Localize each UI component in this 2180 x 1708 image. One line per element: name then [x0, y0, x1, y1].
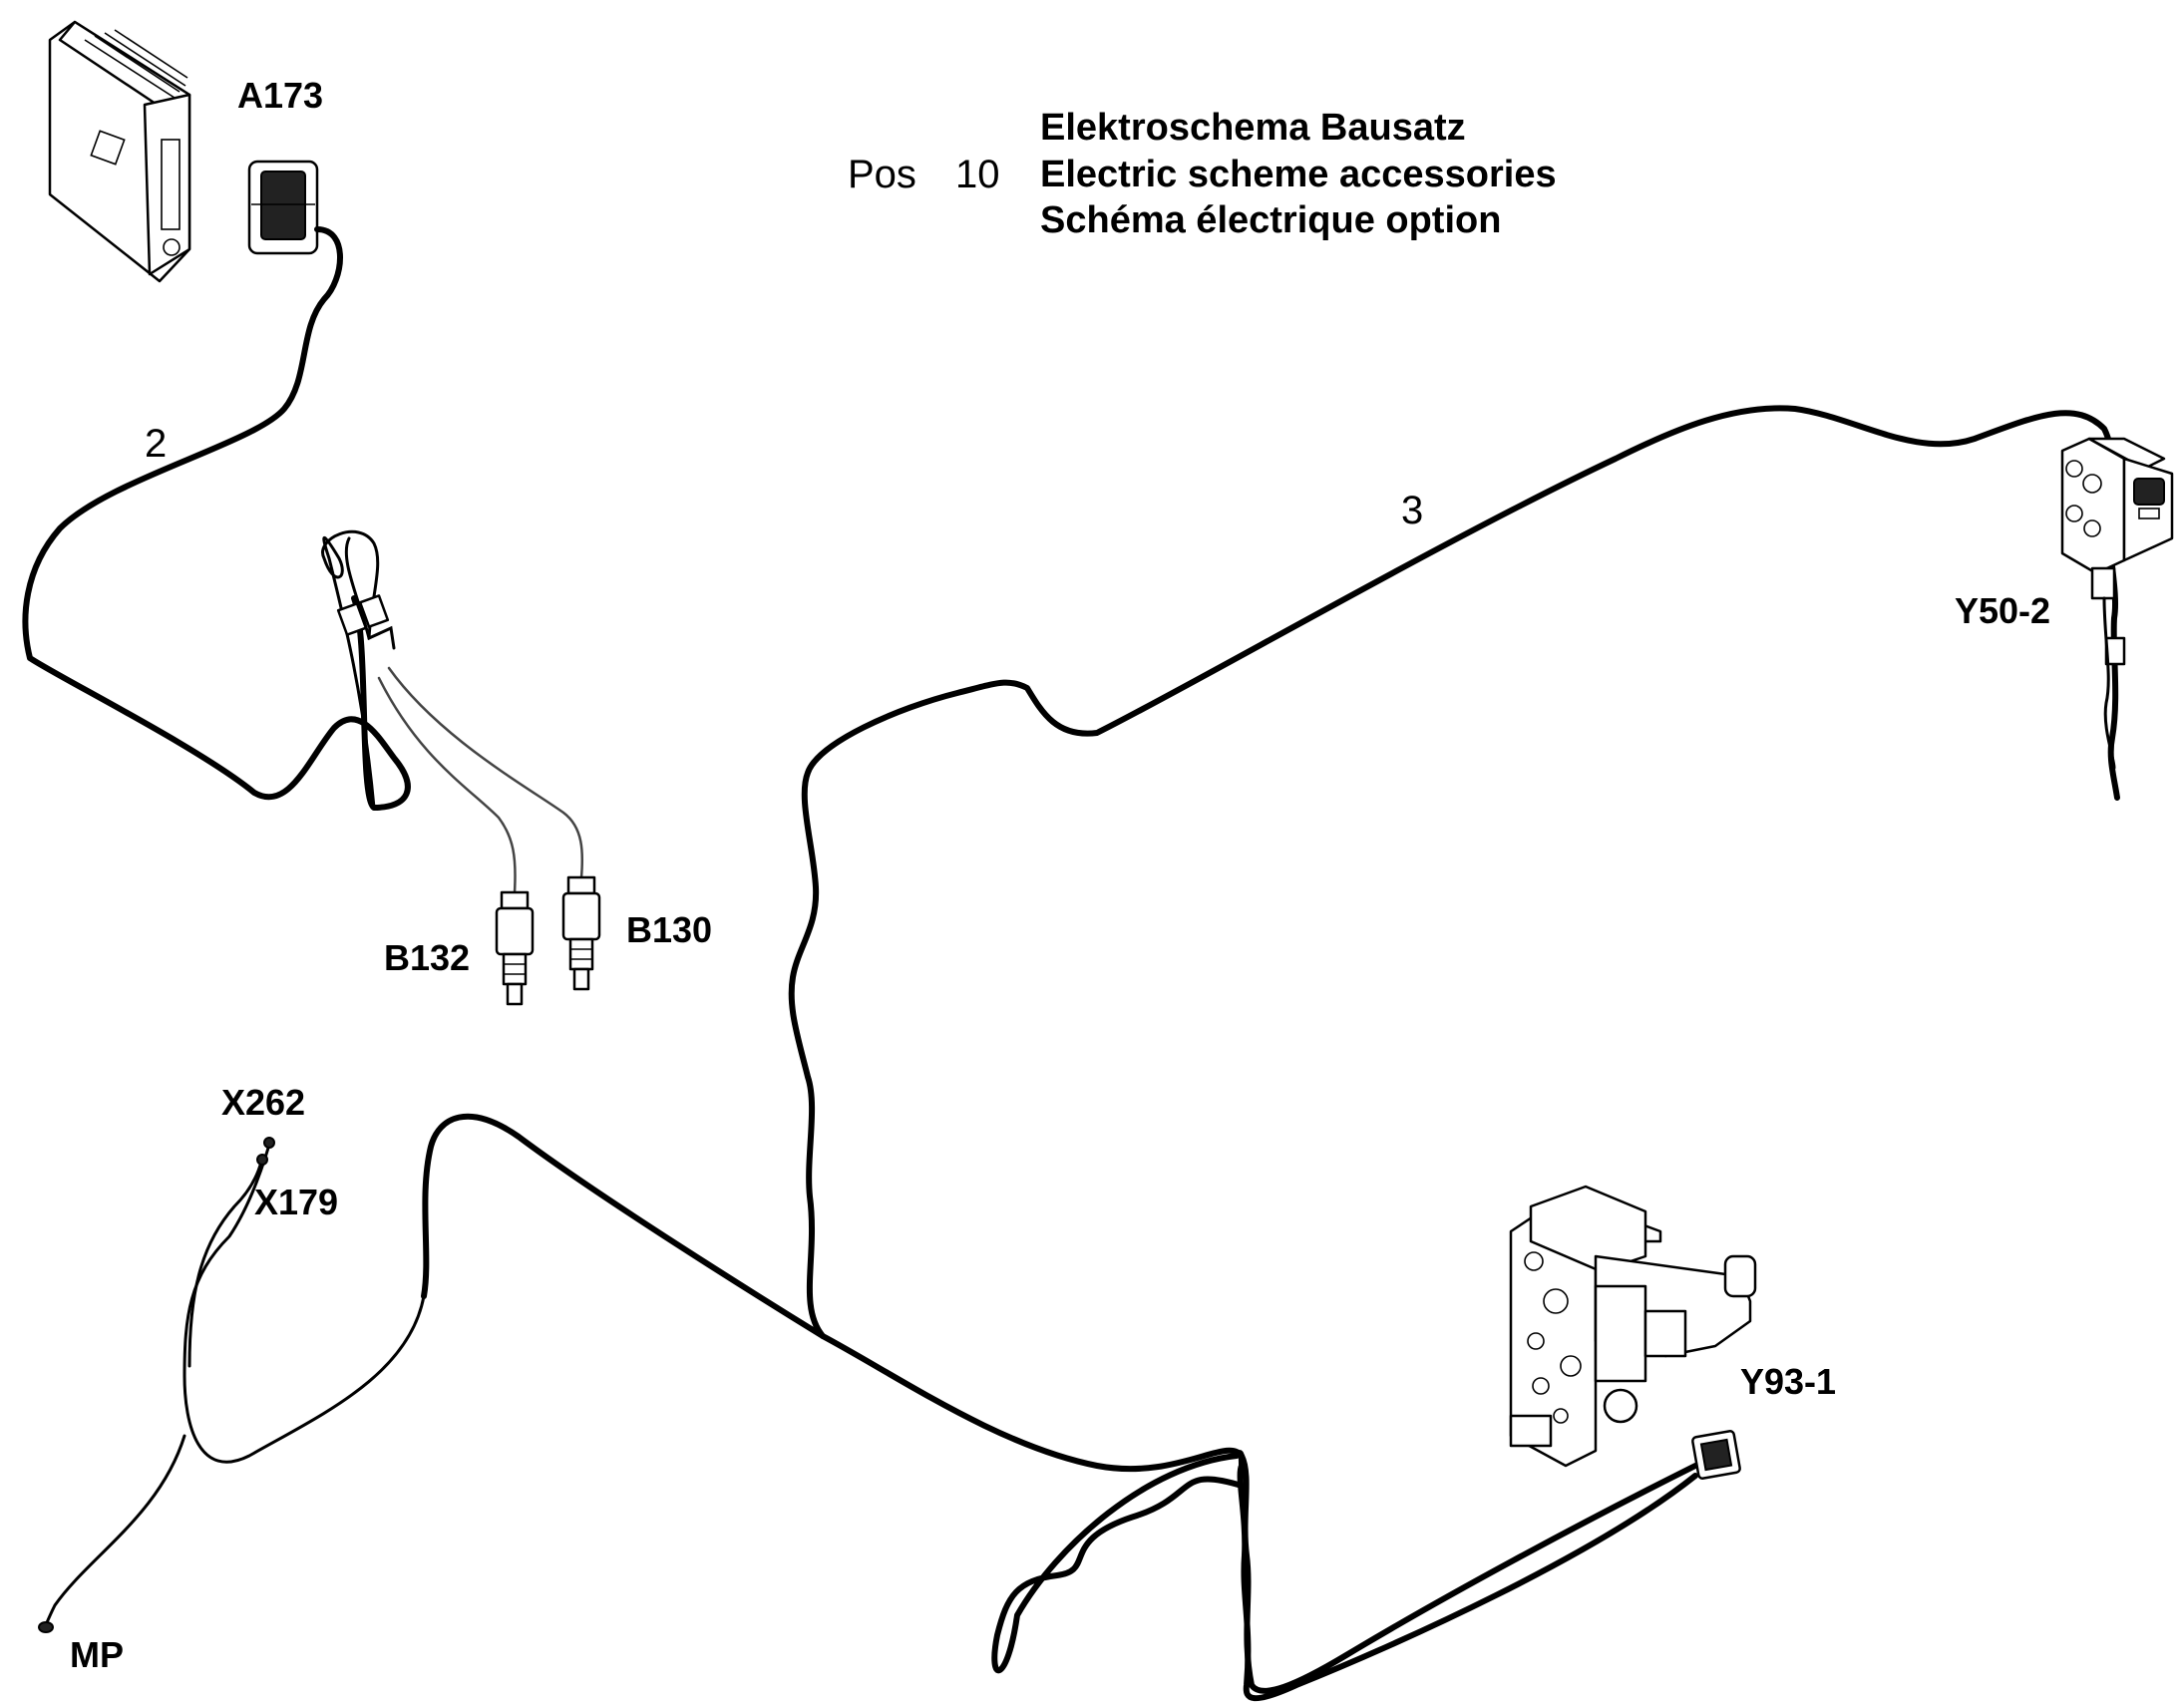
title-english: Electric scheme accessories — [1040, 154, 1557, 195]
label-mp: MP — [70, 1634, 124, 1675]
title-french: Schéma électrique option — [1040, 199, 1501, 241]
cable-3-to-y93 — [820, 1333, 1698, 1694]
label-cable-3: 3 — [1401, 489, 1423, 532]
valve-y50-2 — [2060, 437, 2174, 666]
inline-connector — [358, 594, 390, 628]
label-a173: A173 — [237, 75, 323, 116]
cable-2-branch-loop — [321, 529, 380, 810]
inline-connector — [336, 602, 368, 636]
terminal-mp — [38, 1621, 54, 1633]
terminal-x179 — [256, 1154, 268, 1166]
wire-b132 — [377, 676, 517, 894]
wire-y50-2 — [2102, 596, 2116, 770]
connector-a173 — [247, 160, 319, 255]
valve-y93-1 — [1509, 1185, 1757, 1468]
title-german: Elektroschema Bausatz — [1040, 107, 1466, 149]
label-cable-2: 2 — [145, 422, 167, 466]
connector-y93-1 — [1691, 1430, 1741, 1480]
cable-3-main-run — [421, 405, 2120, 1339]
label-y50-2: Y50-2 — [1955, 590, 2050, 631]
label-x262: X262 — [221, 1082, 305, 1123]
label-b132: B132 — [384, 937, 470, 978]
wire-x262 — [182, 1143, 426, 1464]
cable-2-to-connector — [344, 536, 396, 650]
pos-label: Pos — [848, 153, 916, 196]
label-x179: X179 — [254, 1182, 338, 1222]
sensor-b130 — [561, 875, 601, 991]
label-b130: B130 — [626, 909, 712, 950]
pos-number: 10 — [955, 153, 1000, 196]
sensor-b132 — [495, 890, 535, 1006]
wire-x179 — [187, 1160, 263, 1368]
cable-3 — [991, 1450, 1698, 1702]
wire-mp — [43, 1434, 186, 1629]
control-unit-a173 — [48, 20, 191, 283]
terminal-x262 — [263, 1137, 275, 1149]
label-y93-1: Y93-1 — [1740, 1361, 1836, 1402]
wire-b130 — [387, 666, 584, 879]
cable-2 — [22, 226, 411, 811]
